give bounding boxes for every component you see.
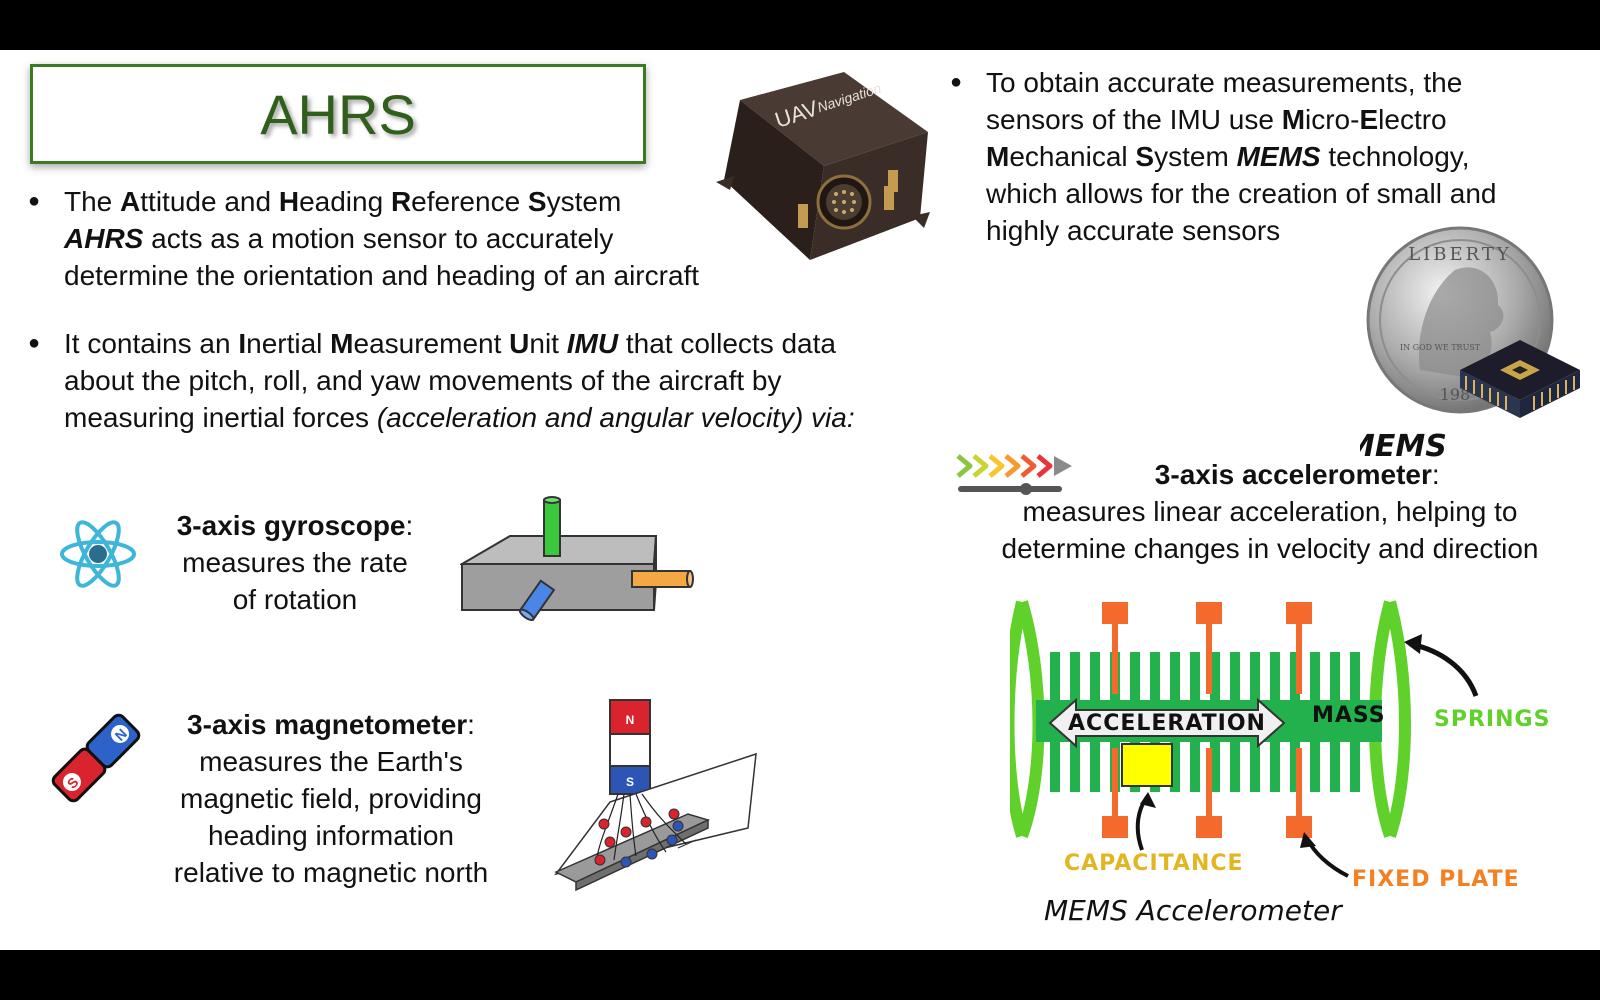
accelerometer-text: 3-axis accelerometer: measures linear ac… (1001, 459, 1539, 564)
coin-text-liberty: LIBERTY (1408, 244, 1512, 265)
magnetometer-text: 3-axis magnetometer: measures the Earth'… (173, 709, 489, 888)
acceleration-label: ACCELERATION (1068, 711, 1266, 736)
mems-coin-image: LIBERTY 198 IN GOD WE TRUST MEMS (1360, 226, 1580, 464)
mems-label: MEMS (1360, 429, 1447, 464)
hall-magnet-s: S (626, 775, 634, 789)
acronym-imu: IMU (566, 328, 619, 359)
atom-icon (60, 520, 136, 588)
bullet-ahrs: The Attitude and Heading Reference Syste… (28, 183, 824, 294)
magnetometer-name: 3-axis magnetometer (187, 709, 468, 740)
hall-magnet-n: N (626, 713, 635, 727)
acronym-ahrs: AHRS (64, 223, 144, 254)
springs-label: SPRINGS (1434, 707, 1550, 732)
fixed-plate-label: FIXED PLATE (1352, 867, 1520, 892)
accelerometer-name: 3-axis accelerometer (1154, 459, 1432, 490)
page-title: AHRS (260, 82, 416, 146)
gyroscope-text: 3-axis gyroscope: measures the rate of r… (176, 510, 414, 615)
slide: AHRS UAV Navigation The Attitude and Hea… (0, 50, 1600, 950)
title-box: AHRS (30, 64, 646, 164)
acronym-mems: MEMS (1236, 141, 1321, 172)
bullet-imu: It contains an Inertial Measurement Unit… (28, 325, 984, 436)
bullet-mems: To obtain accurate measurements, the sen… (950, 64, 1600, 249)
gyroscope-diagram (460, 496, 694, 622)
mass-label: MASS (1312, 703, 1386, 728)
bar-magnet-icon: S N (51, 713, 141, 803)
arrows-icon (956, 454, 1072, 495)
coin-text-year: 198 (1440, 385, 1471, 404)
capacitance-label: CAPACITANCE (1064, 851, 1244, 876)
diagram-caption: MEMS Accelerometer (1044, 894, 1343, 927)
hall-sensor-diagram: N S (554, 699, 757, 892)
gyroscope-name: 3-axis gyroscope (176, 510, 406, 541)
ahrs-device-image: UAV Navigation (716, 72, 930, 260)
mems-accelerometer-diagram: ACCELERATION MASS SPRINGS CAPACITANCE FI… (1010, 600, 1550, 927)
coin-text-motto: IN GOD WE TRUST (1400, 343, 1481, 352)
